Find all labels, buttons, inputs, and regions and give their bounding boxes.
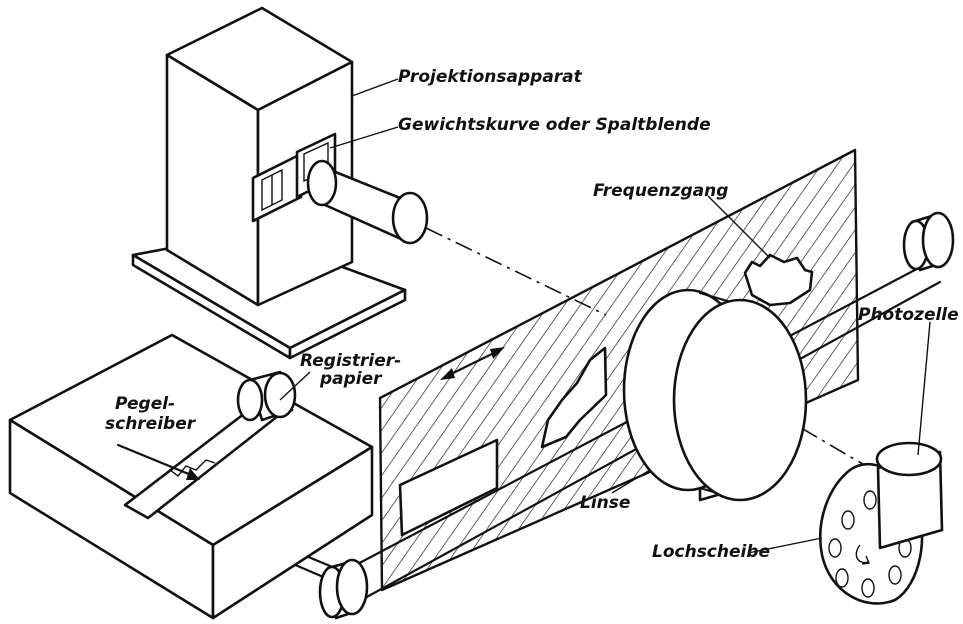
projector <box>131 6 429 360</box>
photocell <box>875 441 944 550</box>
label-paper-line1: Registrier- <box>300 351 401 371</box>
label-recorder-line2: schreiber <box>105 414 197 434</box>
plate-window <box>398 438 499 537</box>
slide-frame <box>251 152 303 223</box>
label-lens: Linse <box>580 493 630 513</box>
label-paper-line2: papier <box>319 369 383 389</box>
motion-arrow <box>440 347 505 380</box>
frequency-curve-cutout-left <box>540 346 608 449</box>
level-recorder <box>8 333 374 620</box>
label-frequency-response: Frequenzgang <box>593 181 728 201</box>
frequency-curve-cutout <box>743 253 814 307</box>
lens <box>622 288 808 502</box>
label-perforated-disc: Lochscheibe <box>652 542 770 562</box>
label-weight-curve: Gewichtskurve oder Spaltblende <box>398 115 711 135</box>
label-photocell: Photozelle <box>858 305 959 325</box>
label-projector: Projektionsapparat <box>398 67 583 87</box>
frequency-response-plate <box>378 148 860 592</box>
leader-lines <box>279 78 931 554</box>
label-recorder-line1: Pegel- <box>115 394 175 414</box>
